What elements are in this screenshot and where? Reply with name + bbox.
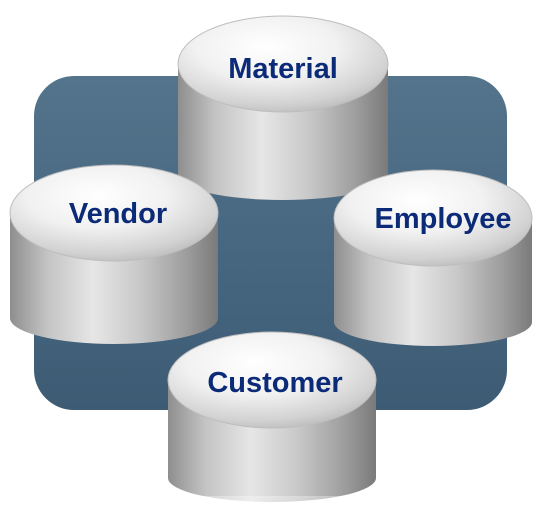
material-label: Material bbox=[228, 53, 338, 85]
employee-label: Employee bbox=[375, 203, 512, 235]
employee-database: Employee bbox=[333, 169, 533, 346]
vendor-database: Vendor bbox=[9, 164, 219, 344]
database-cylinder-icon bbox=[9, 164, 219, 344]
customer-label: Customer bbox=[207, 367, 342, 399]
database-cylinder-icon bbox=[333, 169, 533, 346]
material-database: Material bbox=[177, 15, 389, 200]
vendor-label: Vendor bbox=[69, 198, 167, 230]
database-cylinder-icon bbox=[167, 331, 377, 518]
database-cylinder-icon bbox=[177, 15, 389, 200]
customer-database: Customer bbox=[167, 331, 377, 518]
